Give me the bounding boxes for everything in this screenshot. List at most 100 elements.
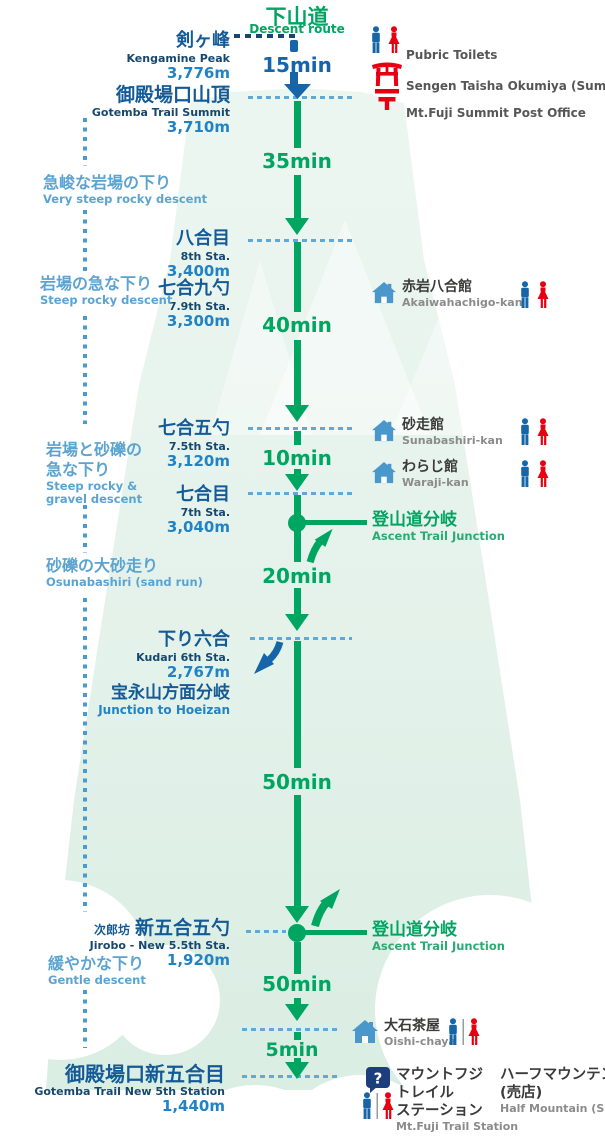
hut-icon [372,282,396,304]
legend-toilets-label: Pubric Toilets [406,48,498,62]
left-dotted-line [83,505,87,553]
ascent-direction-arrow-icon [306,528,333,564]
blue-dash-segment [290,40,298,52]
summit-dash-line [248,96,352,99]
station-name-ja: 八合目 [176,228,230,249]
station-name-ja: 下り六合 [158,629,230,650]
slope-description-en: Very steep rocky descent [43,192,208,206]
station-altitude: 3,300m [166,312,230,330]
post-office-icon [375,89,399,110]
route-line-segment [294,588,301,614]
station-name-en: 7.5th Sta. [168,440,230,453]
station-7th: 七合目 7th Sta. 3,040m [167,485,230,536]
cloud [110,945,220,1055]
station-name-en: 7.9th Sta. [168,300,230,313]
time-label: 10min [262,446,332,470]
route-line-segment [294,431,301,445]
toilet-icon [521,281,549,308]
station-name-ja: 七合目 [176,484,230,505]
station-7-5th: 七合五勺 7.5th Sta. 3,120m [158,419,230,470]
route-line-segment [294,795,301,906]
facility-name-ja: ステーション [396,1103,483,1119]
slope-description-ja: 岩場と砂礫の [46,440,143,459]
kudari6-dash-line [250,637,352,640]
station-altitude: 2,767m [166,663,230,681]
station-gotemba-summit: 御殿場口山頂 Gotemba Trail Summit 3,710m [92,85,230,136]
route-line-segment [294,340,301,405]
toilet-icon [449,1018,480,1045]
station-new-5th: 御殿場口新五合目 Gotemba Trail New 5th Station 1… [34,1064,225,1115]
station-altitude: 3,710m [166,118,230,136]
station-name-en: Junction to Hoeizan [98,703,230,717]
junction-dot [288,924,306,942]
time-label: 5min [265,1039,319,1061]
station-name-en: Jirobo - New 5.5th Sta. [89,939,230,952]
slope-description-en: Osunabashiri (sand run) [46,575,203,589]
station-name-ja: 宝永山方面分岐 [111,683,230,703]
toilet-icon [521,460,549,487]
junction-label-ja: 登山道分岐 [372,510,457,530]
left-dotted-line [83,316,87,424]
toilet-icon [363,1092,394,1119]
facility-trail-station: マウントフジ トレイル ステーション Mt.Fuji Trail Station [396,1066,518,1133]
slope-description: 岩場の急な下り Steep rocky descent [40,274,172,307]
slope-description-ja: 急峻な岩場の下り [43,173,172,192]
information-question-icon: ? [366,1067,390,1093]
slope-description-en: Steep rocky & [46,479,138,493]
station-hoeizan-junction: 宝永山方面分岐 Junction to Hoeizan [98,683,230,717]
slope-description-ja: 緩やかな下り [48,954,145,973]
cloud-band [0,1135,605,1147]
hut-icon [372,462,396,484]
station-new-5-5th: 次郎坊新五合五勺 Jirobo - New 5.5th Sta. 1,920m [90,918,230,969]
slope-description: 岩場と砂礫の 急な下り Steep rocky & gravel descent [46,440,142,506]
hoeizan-direction-arrow-icon [254,640,284,674]
station-name-ja: 御殿場口新五合目 [65,1062,225,1086]
station-altitude: 3,040m [166,518,230,536]
slope-description-ja: 砂礫の大砂走り [46,556,159,575]
station-8th: 八合目 8th Sta. 3,400m [167,229,230,280]
station-name-en: Gotemba Trail Summit [91,106,230,119]
legend-post-office-label: Mt.Fuji Summit Post Office [406,106,586,120]
junction-label-en: Ascent Trail Junction [372,939,505,953]
time-label: 50min [262,770,332,794]
hut-name-en: Akaiwahachigo-kan [402,296,523,309]
junction-label-en: Ascent Trail Junction [372,529,505,543]
facility-name-ja: マウントフジ [396,1067,483,1083]
station-name-en: Kudari 6th Sta. [136,651,230,664]
time-label: 20min [262,564,332,588]
time-label: 50min [262,972,332,996]
station-name-en: Kengamine Peak [126,52,230,65]
hut-sunabashiri: 砂走館 Sunabashiri-kan [402,417,503,447]
ascent-trail-junction-label: 登山道分岐 Ascent Trail Junction [372,510,505,543]
left-dotted-line [83,210,87,272]
left-dotted-line [83,118,87,166]
station-name-en: Gotemba Trail New 5th Station [34,1085,225,1098]
station-altitude: 1,920m [166,951,230,969]
station-name-ja: 七合九勺 [158,278,230,299]
hut-oishi-chaya: 大石茶屋 Oishi-chaya [384,1018,456,1048]
station-kengamine: 剣ヶ峰 Kengamine Peak 3,776m [126,31,230,82]
svg-text:?: ? [374,1070,383,1088]
route-line-segment [294,175,301,218]
station-name-ja: 剣ヶ峰 [176,30,230,51]
sta75-dash-line [248,427,352,430]
new5-dash-line [242,1075,340,1078]
slope-description-en: Steep rocky descent [40,293,173,307]
route-line-segment [294,242,301,312]
hut-icon [372,420,396,442]
facility-name-ja: (売店) [500,1085,543,1101]
slope-description: 緩やかな下り Gentle descent [48,954,146,987]
junction-branch-line [303,520,367,525]
station-name-prefix: 次郎坊 [93,923,130,937]
legend-shrine-label: Sengen Taisha Okumiya (Summit Shrine) [406,79,605,93]
station-name-en: 8th Sta. [180,250,230,263]
page-title: 下山道 [265,5,329,29]
time-label: 40min [262,313,332,337]
hut-waraji: わらじ館 Waraji-kan [402,459,469,489]
facility-half-mountain-shop: ハーフマウンテン (売店) Half Mountain (Shop) [500,1066,605,1115]
sta8-dash-line [248,239,352,242]
hut-icon [352,1020,378,1043]
hut-name-en: Sunabashiri-kan [402,434,503,447]
station-altitude: 3,776m [166,64,230,82]
